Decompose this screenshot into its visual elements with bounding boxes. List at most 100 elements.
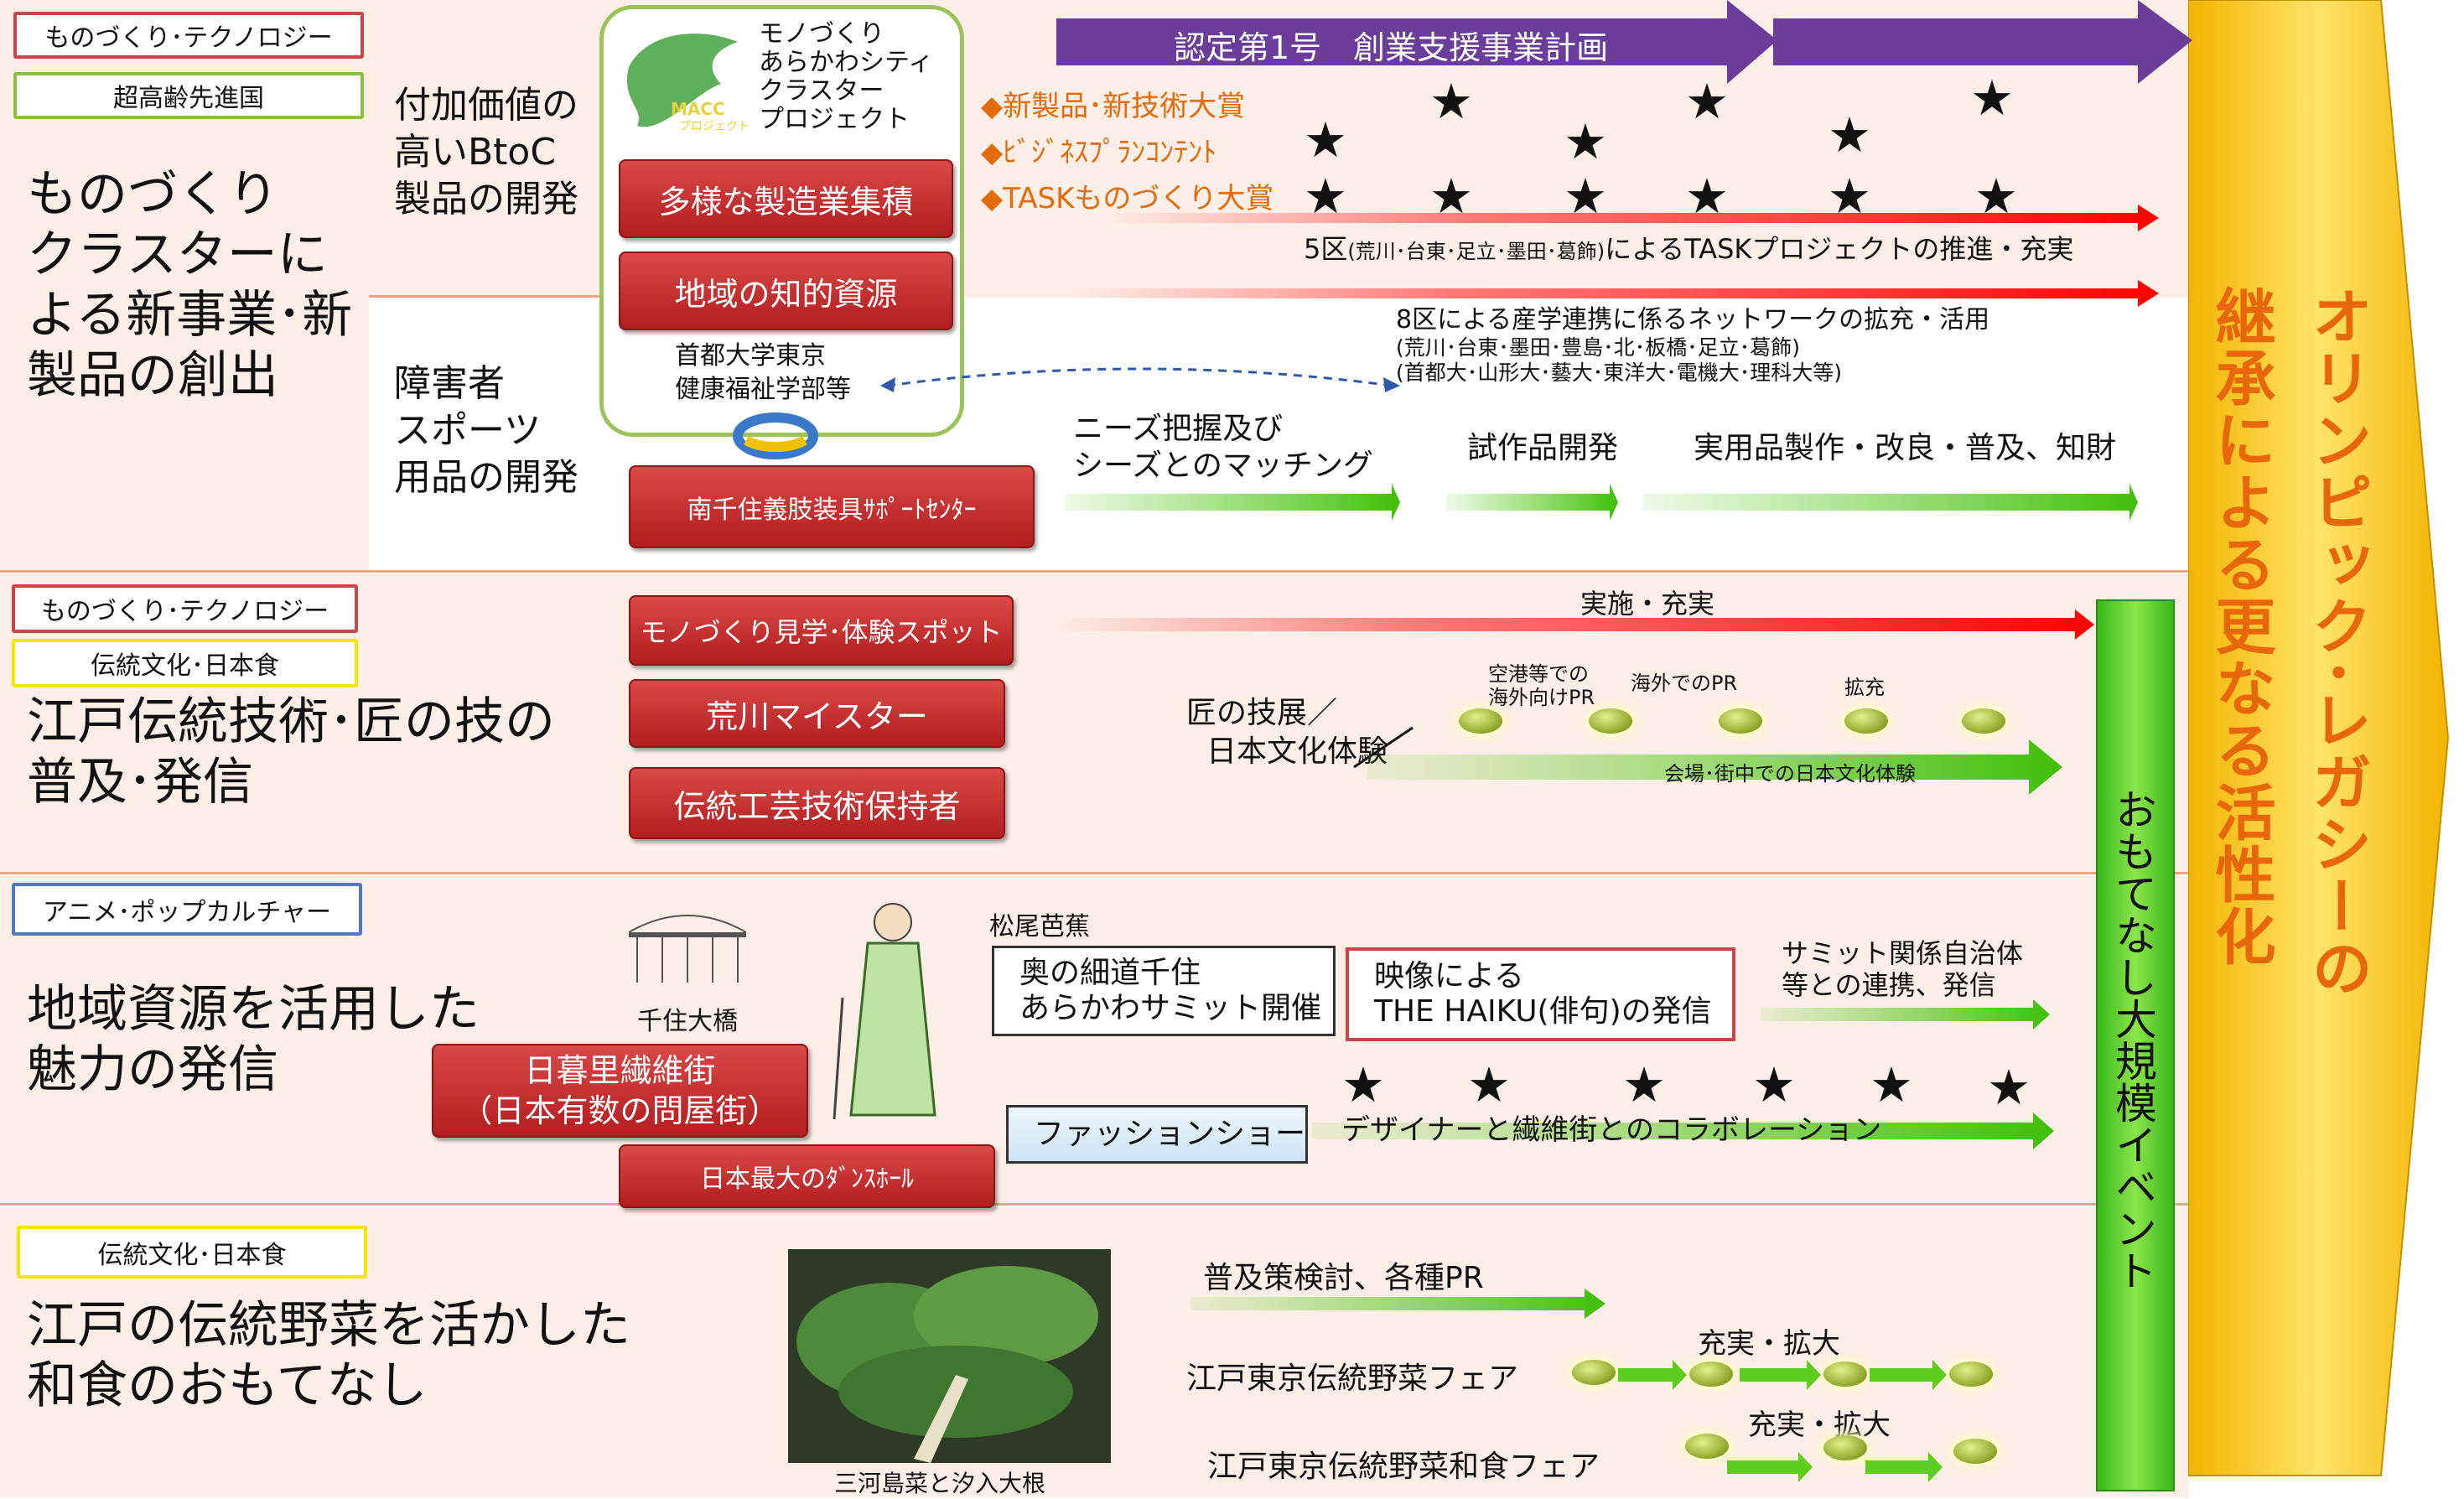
green-arrows-s1 [1065, 484, 2138, 521]
s3-title: 地域資源を活用した 魅力の発信 [27, 979, 480, 1100]
cycle-icon [733, 412, 818, 459]
star-icon: ★ [1429, 73, 1473, 130]
s2-arrow-label: 会場･街中での日本文化体験 [1664, 762, 1916, 786]
vegetable-photo [788, 1249, 1111, 1463]
summit-line: 等との連携、発信 [1782, 969, 1996, 1001]
summit-text: サミット関係自治体 等との連携、発信 [1782, 937, 2023, 1001]
s1-sub-sports: 障害者 スポーツ 用品の開発 [394, 360, 578, 501]
s2-takumi-line: 匠の技展／ [1186, 696, 1338, 730]
star-icon: ★ [1828, 106, 1871, 163]
bean-icon [1719, 708, 1762, 734]
s2-label-airport-line: 海外向けPR [1488, 686, 1595, 709]
basho-caption: 松尾芭蕉 [989, 912, 1090, 941]
redbox-dancehall: 日本最大のﾀﾞﾝｽﾎｰﾙ [619, 1144, 995, 1208]
star-icon: ★ [1622, 1056, 1666, 1113]
star-icon: ★ [1752, 1056, 1796, 1113]
redbox-spot: モノづくり見学･体験スポット [629, 595, 1014, 666]
s2-takumi: 匠の技展／ 日本文化体験 [1186, 694, 1388, 771]
divider-1 [0, 570, 2188, 573]
green-arrow-summit [1761, 999, 2050, 1030]
cluster-title-line: モノづくり [759, 19, 884, 49]
red-arrow-s2 [1056, 609, 2094, 640]
s2-title: 江戸伝統技術･匠の技の 普及･発信 [27, 692, 555, 812]
redbox-intellectual: 地域の知的資源 [619, 252, 953, 330]
macc-logo-sub: プロジェクト [679, 120, 750, 133]
s1-title: ものづくり クラスターに よる新事業･新 製品の創出 [27, 164, 352, 406]
network-line: 8区による産学連携に係るネットワークの拡充・活用 [1396, 305, 1990, 335]
legacy-line-1: オリンピック･レガシーの [2301, 285, 2372, 999]
haiku-line: THE HAIKU(俳句)の発信 [1374, 994, 1712, 1029]
legacy-text: オリンピック･レガシーの 継承による更なる活性化 [2205, 285, 2373, 1040]
s1-title-line: クラスターに [27, 226, 328, 284]
redbox-meister: 荒川マイスター [629, 679, 1005, 748]
s1-sub-line: 高いBtoC [394, 131, 557, 174]
tag-super-aging: 超高齢先進国 [13, 72, 364, 119]
s3-title-line: 魅力の発信 [27, 1040, 278, 1099]
bean-icon [1572, 1360, 1616, 1385]
task-line: 5区(荒川･台東･足立･墨田･葛飾)によるTASKプロジェクトの推進・充実 [1304, 228, 2073, 267]
purple-arrow [1056, 0, 2192, 84]
basho-illustration [833, 903, 936, 1120]
sports-step-1: ニーズ把握及び シーズとのマッチング [1073, 411, 1373, 485]
fashion-box: ファッションショー [1006, 1105, 1308, 1164]
s4-pr: 普及策検討、各種PR [1203, 1261, 1484, 1295]
s1-sub-btoc: 付加価値の 高いBtoC 製品の開発 [394, 82, 578, 223]
macc-logo-text: MACC [671, 99, 725, 119]
redbox-prosthetics: 南千住義肢装具ｻﾎﾟｰﾄｾﾝﾀｰ [629, 465, 1035, 548]
star-icon: ★ [1304, 168, 1347, 225]
s2-title-line: 普及･発信 [27, 753, 253, 812]
haiku-line: 映像による [1374, 959, 1524, 993]
bridge-caption: 千住大橋 [637, 1007, 738, 1036]
sports-step-3: 実用品製作・改良・普及、知財 [1694, 431, 2117, 465]
s2-label-overseas: 海外でのPR [1631, 672, 1738, 695]
award-line: ◆新製品･新技術大賞 [981, 90, 1246, 123]
award-line: ◆TASKものづくり大賞 [981, 182, 1274, 215]
s4-exp-1: 充実・拡大 [1698, 1327, 1840, 1361]
s4-fair-1: 江戸東京伝統野菜フェア [1186, 1362, 1519, 1396]
bean-icon [1949, 1362, 1993, 1387]
s1-sub-line: 付加価値の [394, 84, 578, 127]
green-arrows-fair2 [1727, 1452, 1943, 1482]
task-line-c: によるTASKプロジェクトの推進・充実 [1605, 233, 2074, 265]
green-arrow-pr [1191, 1289, 1605, 1319]
s1-sub-line: 用品の開発 [394, 456, 578, 499]
s2-title-line: 江戸伝統技術･匠の技の [27, 692, 555, 751]
s1-sub-line: スポーツ [394, 409, 542, 452]
redbox-craft: 伝統工芸技術保持者 [629, 767, 1005, 839]
s4-fair-2: 江戸東京伝統野菜和食フェア [1207, 1450, 1600, 1484]
bean-icon [1823, 1435, 1867, 1460]
star-icon: ★ [1870, 1056, 1913, 1113]
task-line-a: 5区 [1304, 233, 1348, 265]
tag-monozukuri-2: ものづくり･テクノロジー [12, 584, 358, 633]
sports-step-1-line: ニーズ把握及び [1073, 412, 1284, 446]
legacy-arrow [2188, 0, 2450, 1476]
tag-traditional-1: 伝統文化･日本食 [12, 639, 358, 687]
bean-icon [1689, 1362, 1733, 1387]
redbox-textile-line: 日暮里繊維街 [524, 1052, 716, 1089]
s1-title-line: ものづくり [27, 165, 278, 224]
s1-title-line: よる新事業･新 [27, 286, 353, 345]
univ-text: 首都大学東京 健康福祉学部等 [675, 340, 851, 407]
award-line: ◆ﾋﾞｼﾞﾈｽﾌﾟﾗﾝｺﾝﾃﾝﾄ [981, 136, 1217, 169]
slash-line [1353, 726, 1414, 769]
s1-title-line: 製品の創出 [27, 346, 278, 405]
s2-label-expand: 拡充 [1844, 676, 1885, 699]
task-line-b: (荒川･台東･足立･墨田･葛飾) [1347, 240, 1605, 263]
star-icon: ★ [1429, 168, 1473, 225]
bean-icon [1823, 1362, 1867, 1387]
divider-s1-inner [369, 295, 612, 298]
macc-logo-icon [626, 34, 738, 127]
cluster-title: モノづくり あらかわシティ クラスター プロジェクト [759, 20, 933, 134]
s1-sub-line: 製品の開発 [394, 178, 578, 220]
redbox-textile: 日暮里繊維街 （日本有数の問屋街） [432, 1044, 808, 1138]
divider-3 [0, 1203, 2188, 1206]
tag-traditional-2: 伝統文化･日本食 [17, 1226, 367, 1279]
star-icon: ★ [1341, 1056, 1385, 1113]
network-line: (首都大･山形大･藝大･東洋大･電機大･理科大等) [1396, 360, 1843, 385]
star-icon: ★ [1974, 168, 2018, 225]
purple-label: 認定第1号 創業支援事業計画 [1174, 29, 1609, 66]
vegetable-caption: 三河島菜と汐入大根 [834, 1470, 1046, 1497]
green-arrow-fashion [1312, 1113, 2054, 1149]
redbox-textile-line: （日本有数の問屋街） [460, 1092, 780, 1129]
star-icon: ★ [1564, 113, 1607, 170]
